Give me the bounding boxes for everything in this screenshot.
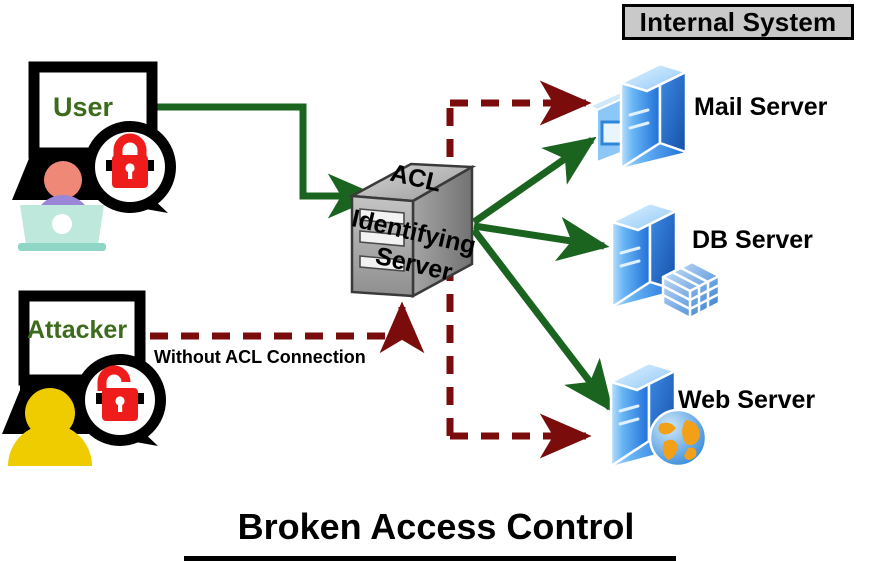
user-head-icon (44, 161, 82, 199)
connection-user-to-acl (148, 103, 380, 219)
attacker-head-icon (25, 388, 75, 438)
attacker-lock-badge (74, 354, 166, 446)
database-cube-icon (661, 260, 721, 320)
without-acl-connection-label: Without ACL Connection (154, 347, 366, 367)
attacker-label: Attacker (27, 316, 128, 344)
db-server-label: DB Server (692, 226, 813, 254)
diagram-title: Broken Access Control (237, 506, 635, 547)
connection-acl-to-mail (472, 136, 597, 225)
internal-system-box: Internal System (622, 4, 854, 40)
internal-system-label: Internal System (639, 6, 837, 37)
user-label: User (53, 92, 114, 122)
open-padlock-icon (96, 365, 144, 421)
attacker-body-icon (8, 424, 92, 466)
closed-padlock-icon (106, 133, 154, 188)
connection-acl-to-web (471, 227, 614, 413)
connection-attacker-bypass (150, 301, 425, 354)
title-underline (184, 556, 676, 561)
mail-server-label: Mail Server (694, 93, 828, 121)
user-lock-badge (84, 121, 176, 213)
web-server-label: Web Server (678, 386, 816, 414)
globe-icon (648, 408, 708, 468)
connection-acl-to-db (473, 216, 610, 262)
